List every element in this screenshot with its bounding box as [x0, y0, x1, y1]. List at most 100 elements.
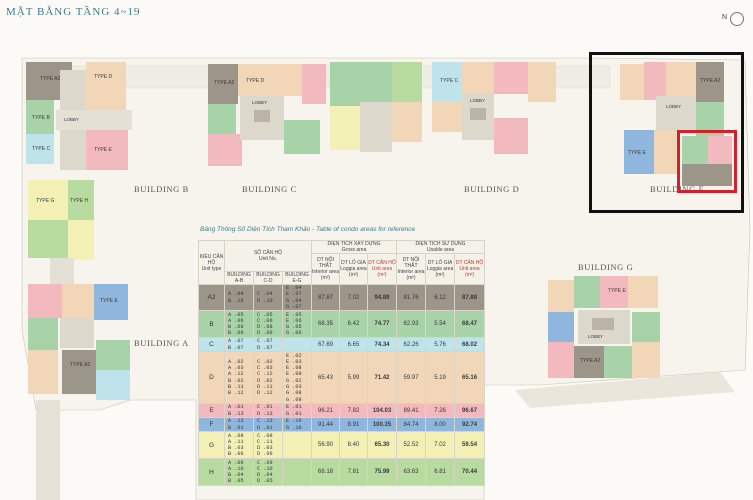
building-g-plan — [548, 276, 660, 378]
building-b-plan — [26, 62, 132, 170]
unit-number: B .04 — [228, 472, 244, 479]
unit-label-a2-c: TYPE A2 — [214, 80, 235, 86]
gross-area-cell: 71.42 — [366, 351, 398, 405]
unit-number: C .07 — [257, 338, 273, 345]
gross-area-cell: 8.91 — [339, 417, 368, 433]
unit-number: G .03 — [286, 383, 302, 390]
header-building-eg: BUILDING E-G — [282, 271, 312, 285]
unit-number: D .02 — [257, 377, 273, 384]
gross-area-cell: 87.87 — [311, 283, 340, 312]
unit-label-h: TYPE H — [70, 198, 89, 204]
unit-number: D .01 — [257, 424, 273, 431]
gross-area-cell: 75.99 — [366, 458, 398, 487]
unit-number: D .06 — [257, 451, 273, 458]
unit-number: A .09 — [228, 459, 244, 466]
unit-number: G .04 — [286, 297, 302, 304]
gross-area-cell: 100.35 — [366, 417, 398, 433]
unit-number: D .04 — [257, 472, 273, 479]
usable-area-cell: 68.47 — [454, 310, 486, 339]
unit-label-f-e: TYPE E — [628, 150, 646, 156]
building-g-label: BUILDING G — [578, 262, 634, 272]
page-title: MẶT BẰNG TẦNG 4~19 — [6, 6, 141, 18]
unit-number: B .13 — [228, 410, 244, 417]
north-label: N — [722, 14, 728, 21]
unit-label-f-a: TYPE E — [100, 298, 118, 304]
unit-list-eg — [282, 458, 312, 487]
unit-label-d: TYPE D — [94, 74, 113, 80]
unit-number: C .02 — [257, 358, 273, 365]
unit-number: G .08 — [286, 390, 302, 397]
usable-area-cell: 5.19 — [425, 351, 456, 405]
unit-number: B .10 — [228, 297, 244, 304]
unit-type-cell: A2 — [198, 283, 225, 312]
unit-type-cell: C — [198, 337, 225, 353]
unit-number: E .05 — [286, 311, 302, 318]
unit-number: D .11 — [257, 383, 273, 390]
usable-area-cell: 62.93 — [396, 310, 427, 339]
building-d-plan — [432, 62, 556, 154]
unit-label-d-c: TYPE D — [246, 78, 265, 84]
building-c-plan — [208, 64, 326, 166]
unit-label-a2-e: TYPE A2 — [700, 78, 721, 84]
unit-number: C .11 — [257, 438, 273, 445]
usable-area-cell: 59.97 — [396, 351, 427, 405]
unit-label-g: TYPE G — [36, 198, 55, 204]
unit-number: C .03 — [257, 365, 273, 372]
unit-number: B .06 — [228, 451, 244, 458]
gross-area-cell: 56.90 — [311, 431, 340, 460]
access-road — [515, 372, 735, 408]
unit-number: B .09 — [228, 330, 244, 337]
header-building-ab: BUILDING A-B — [224, 271, 254, 285]
usable-area-cell: 6.12 — [425, 283, 456, 312]
usable-area-cell: 8.00 — [425, 417, 456, 433]
unit-list-eg — [282, 431, 312, 460]
usable-area-cell: 68.02 — [454, 337, 486, 353]
building-a-label: BUILDING A — [134, 338, 189, 348]
usable-area-cell: 6.81 — [425, 458, 456, 487]
unit-number: C .13 — [257, 418, 273, 425]
unit-number: G .10 — [286, 424, 302, 431]
unit-number: B .03 — [228, 445, 244, 452]
unit-type-cell: E — [198, 403, 225, 419]
highlight-unit — [677, 130, 737, 193]
usable-area-cell: 7.02 — [425, 431, 456, 460]
unit-number: A .02 — [228, 358, 244, 365]
gross-area-cell: 7.82 — [339, 403, 368, 419]
unit-number: A .03 — [228, 365, 244, 372]
unit-number: C .04 — [257, 291, 273, 298]
unit-number: E .01 — [286, 404, 302, 411]
usable-area-cell: 84.74 — [396, 417, 427, 433]
unit-number: A .08 — [228, 432, 244, 439]
unit-number: B .07 — [228, 344, 244, 351]
gross-area-cell: 7.02 — [339, 283, 368, 312]
access-road-south — [36, 400, 60, 500]
unit-type-cell: B — [198, 310, 225, 339]
gross-area-cell: 6.42 — [339, 310, 368, 339]
unit-number: A .04 — [228, 291, 244, 298]
gross-area-cell: 8.40 — [339, 431, 368, 460]
unit-number: E .03 — [286, 358, 302, 365]
unit-number: C .12 — [257, 371, 273, 378]
unit-type-cell: G — [198, 431, 225, 460]
gross-area-cell: 5.99 — [339, 351, 368, 405]
usable-area-cell: 96.67 — [454, 403, 486, 419]
gross-area-cell: 7.81 — [339, 458, 368, 487]
building-a-plan — [28, 180, 130, 400]
